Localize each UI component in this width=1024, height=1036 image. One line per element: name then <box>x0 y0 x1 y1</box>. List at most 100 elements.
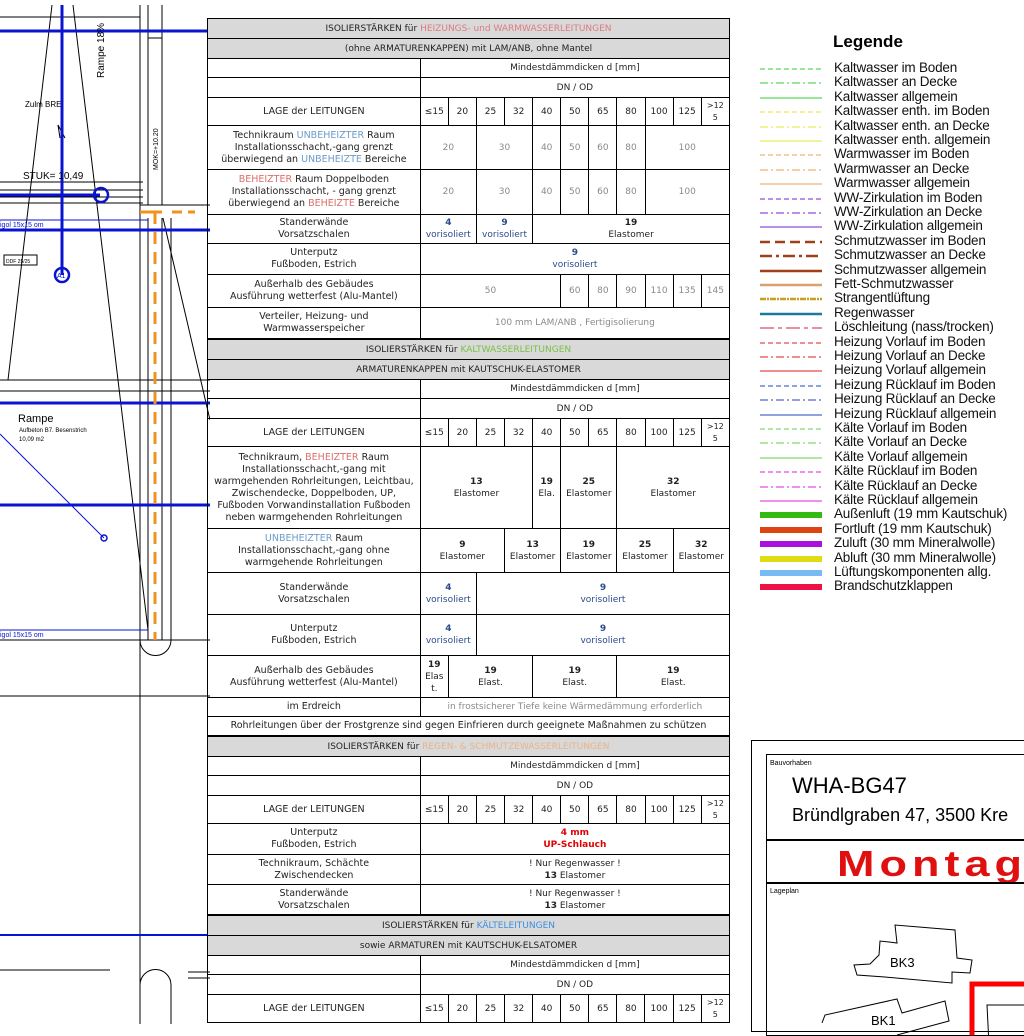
value-cell: 60 <box>588 125 618 170</box>
legend-label: Heizung Vorlauf im Boden <box>834 333 986 349</box>
lage-header: LAGE der LEITUNGEN <box>207 97 421 126</box>
cell-unit: vorisoliert <box>425 230 471 240</box>
legend-item: Heizung Rücklauf an Decke <box>756 391 1024 407</box>
legend-item: Fortluft (19 mm Kautschuk) <box>756 521 1024 537</box>
legend-label: Kälte Vorlauf allgemein <box>834 448 968 464</box>
cell-text: 60 <box>569 286 581 296</box>
project-name: WHA-BG47 <box>792 773 907 798</box>
box-tag: DDF 25/25 <box>6 259 30 265</box>
legend-label: Kaltwasser enth. im Boden <box>834 103 990 119</box>
line-style-icon <box>760 240 822 244</box>
row-label: Unterputz Fußboden, Estrich <box>207 823 421 855</box>
dn-column-header: 80 <box>616 795 646 824</box>
title-segment: ISOLIERSTÄRKEN für <box>365 344 461 355</box>
row-label: Technikraum, Schächte Zwischendecken <box>207 854 421 885</box>
mindest-header: Mindestdämmdicken d [mm] <box>419 955 731 975</box>
dn-column-header: >12 5 <box>700 994 731 1023</box>
dn-column-header: 25 <box>475 795 506 824</box>
line-style-icon <box>760 584 822 591</box>
section-title: ISOLIERSTÄRKEN für REGEN- & SCHMUTZEWASS… <box>207 736 730 757</box>
cell-text: 50 <box>569 142 581 153</box>
table-row: ISOLIERSTÄRKEN für HEIZUNGS- und WARMWAS… <box>207 18 730 39</box>
legend-label: Strangentlüftung <box>834 290 930 306</box>
legend-label: Warmwasser allgemein <box>834 175 970 191</box>
cell-text: 50 <box>569 187 581 197</box>
cell-unit: Ela. <box>538 488 555 499</box>
cell-value: 9 <box>599 624 607 634</box>
dn-column-header: 25 <box>475 97 506 126</box>
value-cell: 40 <box>532 125 562 170</box>
dn-column-header: 50 <box>560 994 590 1023</box>
label-segment: Technikraum, <box>238 451 306 463</box>
empty-cell <box>207 974 421 995</box>
dn-column-header: 20 <box>447 795 477 824</box>
legend-label: Warmwasser an Decke <box>834 160 970 176</box>
dn-column-header: 100 <box>644 97 674 126</box>
title-segment: ISOLIERSTÄRKEN für <box>381 920 477 931</box>
legend-label: Kaltwasser enth. allgemein <box>834 132 991 147</box>
legend-item: Fett-Schmutzwasser <box>756 276 1024 292</box>
legend-label: Lüftungskomponenten allg. <box>834 564 992 579</box>
line-style-icon <box>760 82 822 84</box>
cell-text: 20 <box>442 187 455 197</box>
insulation-tables: ISOLIERSTÄRKEN für HEIZUNGS- und WARMWAS… <box>207 18 731 1023</box>
table-row: Außerhalb des Gebäudes Ausführung wetter… <box>207 655 730 698</box>
cell-value: 19 <box>540 476 553 487</box>
value-cell: 110 <box>644 274 674 308</box>
value-cell: 40 <box>532 169 562 215</box>
cell-unit: vorisoliert <box>425 594 471 605</box>
line-style-icon <box>760 541 822 548</box>
section-subtitle: ARMATURENKAPPEN mit KAUTSCHUK-ELASTOMER <box>207 359 730 380</box>
cell-value: 25 <box>638 539 652 550</box>
legend-label: Außenluft (19 mm Kautschuk) <box>834 506 1008 522</box>
row-label: Verteiler, Heizung- und Warmwasserspeich… <box>207 307 421 339</box>
cell-unit: Elastomer <box>557 870 606 881</box>
empty-cell <box>207 379 421 399</box>
legend-label: WW-Zirkulation allgemein <box>834 218 983 234</box>
cell-unit: Elastomer <box>566 488 612 499</box>
title-segment: ISOLIERSTÄRKEN für <box>327 741 423 752</box>
legend-label: Kälte Vorlauf an Decke <box>834 434 967 450</box>
legend-item: Kälte Rücklauf im Boden <box>756 463 1024 479</box>
label-segment: Außerhalb des Gebäudes Ausführung wetter… <box>229 279 398 302</box>
line-style-icon <box>760 283 822 287</box>
value-cell: 100 mm LAM/ANB , Fertigisolierung <box>419 307 731 339</box>
cell-unit: Elast. <box>660 677 686 688</box>
cell-unit: Elas t. <box>425 671 444 694</box>
title-segment: KALTWASSERLEITUNGEN <box>460 344 572 355</box>
cell-unit: Elastomer <box>453 488 500 499</box>
empty-cell <box>207 955 421 975</box>
legend-item: Kaltwasser im Boden <box>756 60 1024 76</box>
cell-value: 19 <box>484 665 497 676</box>
dn-column-header: 20 <box>447 97 477 126</box>
table-row: ISOLIERSTÄRKEN für KÄLTELEITUNGEN <box>207 915 730 936</box>
empty-cell <box>207 398 421 419</box>
dn-column-header: 100 <box>644 795 674 824</box>
cell-value: 4 <box>445 218 452 228</box>
value-cell: ! Nur Regenwasser !13 Elastomer <box>419 854 731 885</box>
dn-column-header: 65 <box>588 795 618 824</box>
legend-label: Kälte Rücklauf an Decke <box>834 477 978 493</box>
cell-text: 60 <box>597 187 609 197</box>
cell-unit: vorisoliert <box>580 636 626 646</box>
cell-value: 13 <box>470 476 483 487</box>
dn-column-header: >12 5 <box>700 97 731 126</box>
cell-text: 135 <box>678 286 696 296</box>
legend-title: Legende <box>833 32 903 51</box>
table-row: (ohne ARMATURENKAPPEN) mit LAM/ANB, ohne… <box>207 38 730 59</box>
line-style-icon <box>760 471 822 473</box>
zum-bre-label: Zulm BRE <box>25 100 61 109</box>
title-segment: REGEN- & SCHMUTZEWASSERLEITUNGEN <box>422 741 610 752</box>
row-label: Technikraum, BEHEIZTER Raum Installation… <box>207 446 421 529</box>
cell-text: 90 <box>625 286 637 296</box>
